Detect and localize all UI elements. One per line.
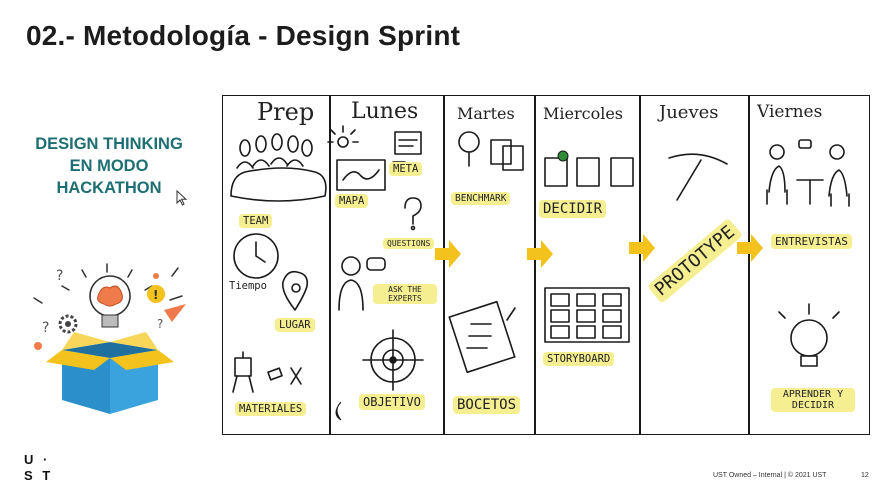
location-pin-sketch-icon	[281, 270, 309, 311]
mouse-pointer-icon	[176, 190, 188, 206]
logo-line-2: S T	[24, 468, 54, 483]
label-mapa: MAPA	[335, 194, 369, 208]
column-divider	[329, 96, 331, 434]
subtitle-line-1: DESIGN THINKING	[35, 135, 183, 153]
ust-logo: U · S T	[24, 452, 53, 484]
clock-sketch-icon	[233, 233, 279, 279]
label-meta: META	[389, 162, 423, 176]
svg-text:?: ?	[56, 268, 63, 284]
logo-line-1: U ·	[24, 452, 51, 467]
magnifier-sketch-icon	[458, 131, 480, 167]
target-sketch-icon	[362, 329, 424, 391]
label-aprender-y-decidir: APRENDER Y DECIDIR	[771, 388, 855, 412]
label-storyboard: STORYBOARD	[543, 352, 615, 366]
sketches-sketch-icon	[448, 300, 516, 374]
decide-boxes-sketch-icon	[544, 157, 634, 187]
slide-title: 02.- Metodología - Design Sprint	[26, 20, 461, 51]
question-mark-sketch-icon	[404, 197, 422, 231]
design-thinking-heading: DESIGN THINKING EN MODO HACKATHON	[14, 133, 204, 199]
column-header-prep: Prep	[257, 98, 315, 126]
idea-box-illustration: ? ? ? !	[33, 263, 186, 414]
lightbulb-sketch-icon	[778, 303, 840, 367]
svg-text:?: ?	[157, 317, 163, 331]
papers-sketch-icon	[490, 139, 524, 171]
label-team: TEAM	[239, 214, 273, 228]
check-mark-icon	[557, 150, 569, 162]
interview-sketch-icon	[766, 139, 850, 207]
storyboard-sketch-icon	[544, 287, 630, 343]
column-header-miercoles: Miercoles	[543, 104, 624, 123]
column-divider	[639, 96, 641, 434]
pickaxe-sketch-icon	[668, 153, 728, 201]
page-number: 12	[861, 472, 869, 479]
label-decidir: DECIDIR	[539, 200, 607, 218]
column-header-jueves: Jueves	[659, 102, 719, 123]
sketch-drawings	[230, 125, 850, 421]
svg-text:!: !	[153, 288, 158, 302]
column-divider	[534, 96, 536, 434]
label-materiales: MATERIALES	[235, 402, 307, 416]
label-ask-the-experts: ASK THE EXPERTS	[373, 284, 437, 304]
label-questions: QUESTIONS	[383, 238, 435, 249]
goal-sketch-icon	[394, 131, 422, 155]
label-objetivo: OBJETIVO	[359, 394, 425, 410]
sun-sketch-icon	[327, 125, 359, 148]
label-bocetos: BOCETOS	[453, 396, 521, 414]
moon-sketch-icon	[335, 401, 342, 421]
expert-sketch-icon	[338, 256, 386, 311]
svg-text:?: ?	[42, 320, 49, 336]
footer-copyright: UST Owned – Internal | © 2021 UST	[713, 472, 827, 479]
label-lugar: LUGAR	[275, 318, 315, 332]
design-sprint-board: Prep Lunes Martes Miercoles Jueves Viern…	[222, 95, 870, 435]
column-divider	[443, 96, 445, 434]
label-entrevistas: ENTREVISTAS	[771, 234, 852, 249]
arrow-icon	[435, 234, 763, 268]
label-tiempo: Tiempo	[229, 280, 267, 292]
column-header-viernes: Viernes	[757, 102, 823, 122]
column-header-martes: Martes	[457, 104, 515, 123]
subtitle-line-2: EN MODO	[69, 157, 149, 175]
column-header-lunes: Lunes	[351, 99, 419, 124]
column-divider	[748, 96, 750, 434]
label-benchmark: BENCHMARK	[451, 192, 511, 205]
materials-sketch-icon	[232, 351, 302, 393]
team-sketch-icon	[230, 133, 327, 202]
subtitle-line-3: HACKATHON	[56, 179, 162, 197]
